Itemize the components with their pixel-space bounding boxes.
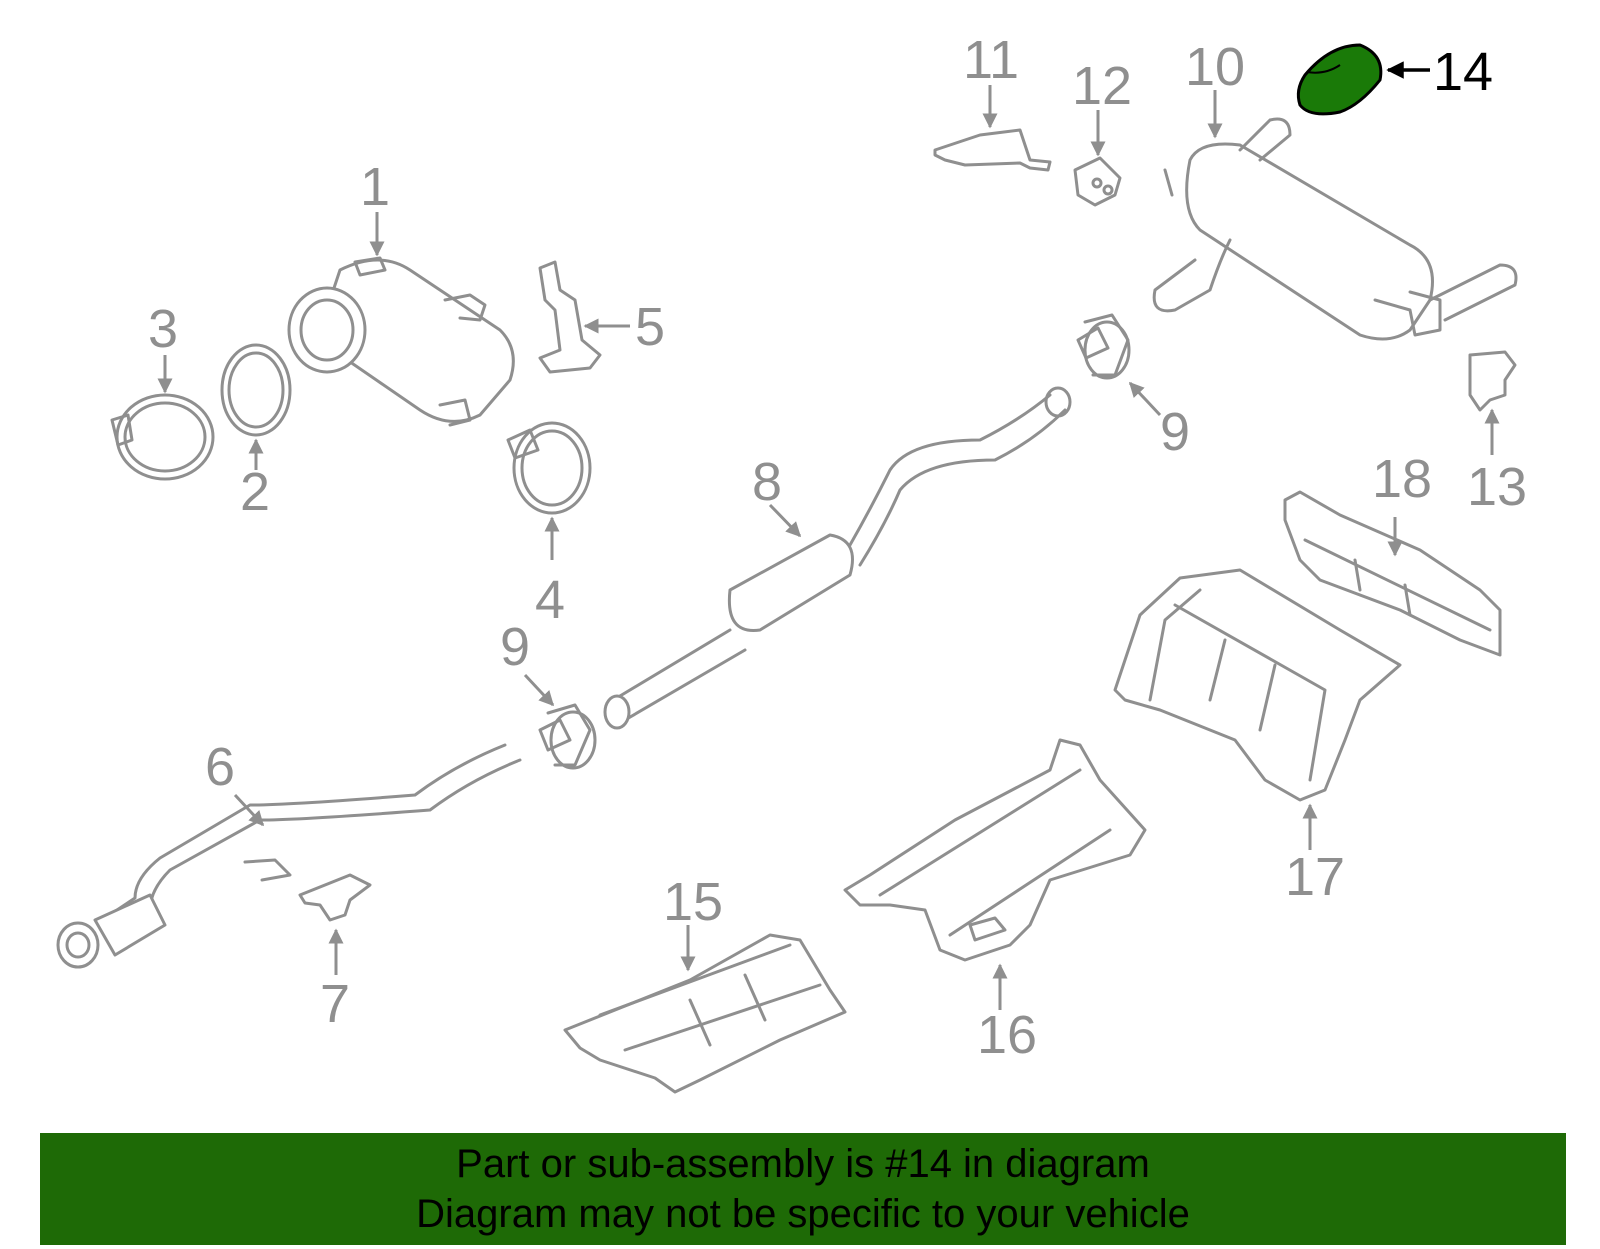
part-6-front-pipe	[56, 743, 522, 969]
callout-18: 18	[1372, 449, 1432, 509]
callout-14: 14	[1433, 42, 1493, 102]
callout-3: 3	[148, 299, 178, 359]
part-11-bracket	[933, 128, 1052, 172]
callout-6: 6	[205, 737, 235, 797]
callout-9b: 9	[1160, 402, 1190, 462]
callout-16: 16	[977, 1005, 1037, 1065]
banner-line-1: Part or sub-assembly is #14 in diagram	[456, 1142, 1150, 1186]
part-1-catalytic-converter	[287, 256, 515, 427]
callout-8: 8	[752, 452, 782, 512]
part-18-heat-shield	[1283, 490, 1502, 657]
part-9-clamp-upper	[1076, 313, 1131, 380]
leader-8	[768, 503, 802, 538]
callout-10: 10	[1185, 37, 1245, 97]
part-10-rear-muffler	[1152, 117, 1518, 341]
info-banner: Part or sub-assembly is #14 in diagram D…	[40, 1133, 1566, 1245]
callout-1: 1	[360, 157, 390, 217]
callout-2: 2	[240, 462, 270, 522]
callout-5: 5	[635, 297, 665, 357]
part-9-clamp-lower	[538, 703, 597, 770]
leader-9a	[523, 673, 555, 707]
part-7-hanger	[298, 873, 372, 922]
callout-9a: 9	[500, 617, 530, 677]
leader-6	[233, 793, 265, 827]
callout-15: 15	[663, 872, 723, 932]
part-15-heat-shield	[563, 933, 847, 1094]
banner-line-2: Diagram may not be specific to your vehi…	[416, 1192, 1190, 1236]
part-8-center-pipe	[603, 386, 1072, 730]
part-14-exhaust-tip[interactable]	[1296, 43, 1383, 116]
part-16-heat-shield	[843, 738, 1147, 962]
callout-12: 12	[1072, 56, 1132, 116]
callout-11: 11	[963, 30, 1019, 90]
callout-13: 13	[1467, 457, 1527, 517]
part-12-hanger	[1073, 156, 1122, 207]
part-5-bracket	[538, 260, 602, 374]
part-2-gasket	[220, 343, 292, 437]
callout-17: 17	[1285, 847, 1345, 907]
part-4-clamp	[506, 421, 592, 515]
part-17-heat-shield	[1113, 568, 1402, 802]
part-3-clamp	[110, 393, 215, 481]
callout-7: 7	[320, 974, 350, 1034]
callout-4: 4	[535, 570, 565, 630]
leader-9b	[1128, 381, 1162, 417]
part-13-bracket	[1468, 350, 1517, 412]
